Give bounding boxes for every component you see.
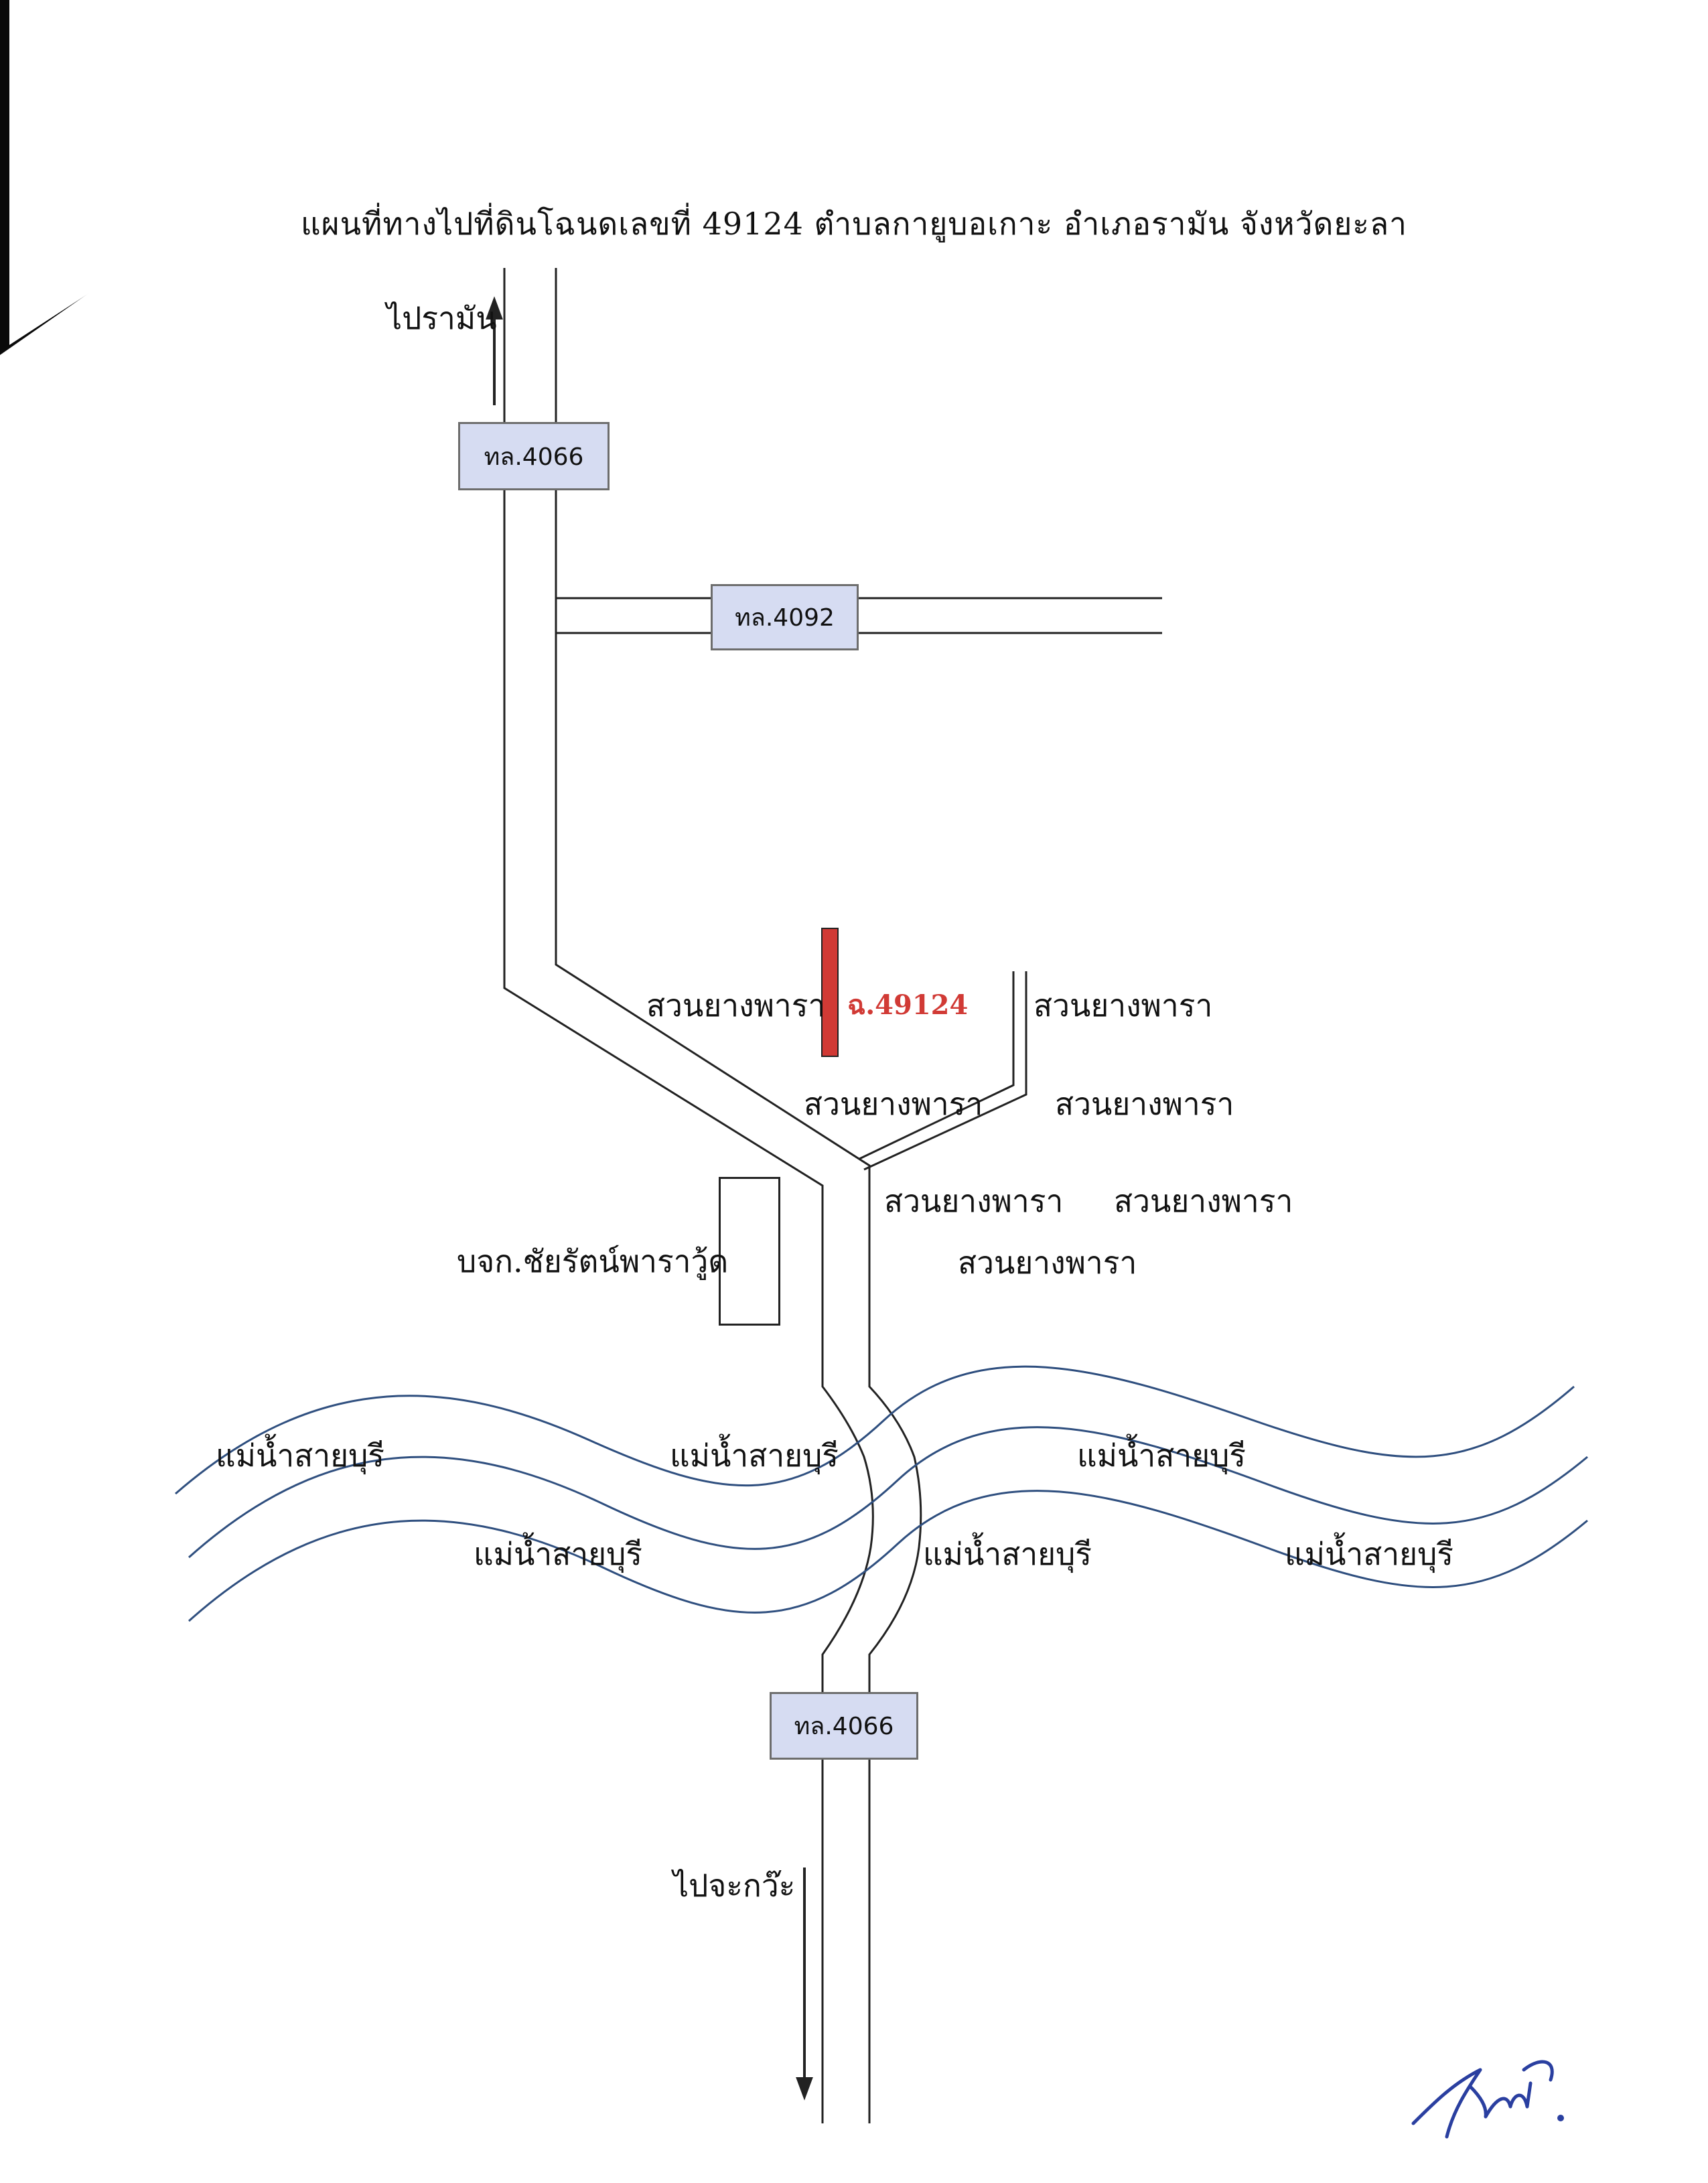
plantation-label: สวนยางพารา [958,1245,1137,1281]
river-line-1 [175,1365,1575,1495]
handwritten-signature [1411,2060,1564,2139]
company-building [719,1177,780,1326]
side-lane-outer [859,971,1015,1160]
river-label: แม่น้ำสายบุรี [1285,1536,1454,1572]
plantation-label: สวนยางพารา [804,1086,983,1122]
north-arrow-head [486,296,503,320]
river-label: แม่น้ำสายบุรี [923,1536,1092,1572]
road-label-south-4066: ทล.4066 [770,1692,918,1760]
map-title: แผนที่ทางไปที่ดินโฉนดเลขที่ 49124 ตำบลกา… [300,206,1408,242]
river-line-3 [188,1490,1588,1622]
river-label: แม่น้ำสายบุรี [474,1536,643,1572]
parcel-label: ฉ.49124 [847,989,969,1021]
road-label-north-4066: ทล.4066 [458,422,610,490]
plantation-label: สวนยางพารา [1034,987,1213,1024]
river-label: แม่น้ำสายบุรี [670,1437,839,1474]
direction-north-label: ไปรามัน [386,300,497,336]
main-road-right-edge [555,268,922,2123]
plantation-label: สวนยางพารา [1055,1086,1234,1122]
company-label: บจก.ชัยรัตน์พาราวู้ด [457,1243,729,1279]
parcel-marker [821,928,839,1057]
main-road-left-edge [503,268,874,2123]
south-arrow-head [796,2077,813,2101]
direction-south-label: ไปจะกว๊ะ [673,1868,796,1904]
road-label-4092: ทล.4092 [711,584,859,650]
side-lane-inner [863,971,1027,1171]
plantation-label: สวนยางพารา [646,987,826,1024]
river-line-2 [188,1426,1588,1559]
river-label: แม่น้ำสายบุรี [1077,1437,1247,1474]
river-label: แม่น้ำสายบุรี [216,1437,385,1474]
scan-corner-shadow [0,0,509,355]
plantation-label: สวนยางพารา [1114,1183,1293,1219]
plantation-label: สวนยางพารา [884,1183,1064,1219]
